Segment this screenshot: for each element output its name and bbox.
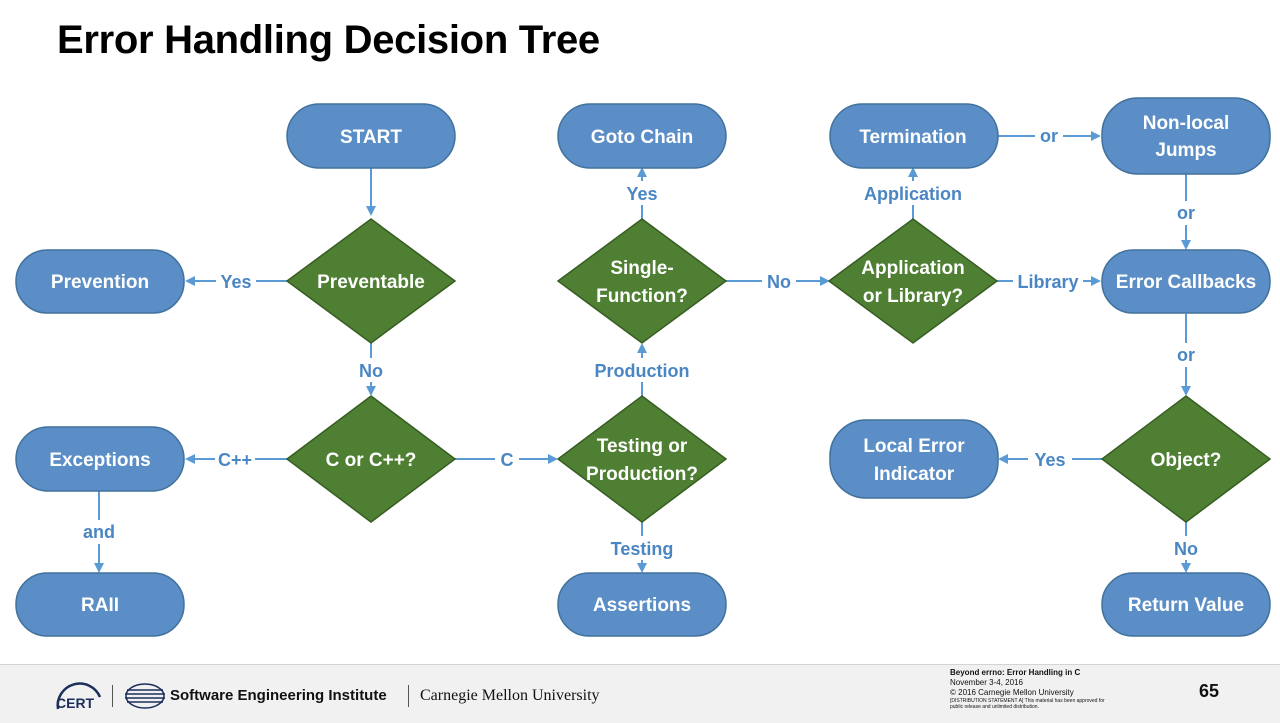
label-and: and xyxy=(83,522,115,542)
text-error-callbacks: Error Callbacks xyxy=(1116,272,1256,293)
label-yes-object: Yes xyxy=(1034,450,1065,470)
node-prevention xyxy=(15,249,185,314)
sei-logo-icon xyxy=(125,683,165,709)
text-nonlocal-jumps-1: Non-local xyxy=(1143,113,1230,134)
text-local-error-2: Indicator xyxy=(874,464,955,485)
page-title: Error Handling Decision Tree xyxy=(57,18,600,62)
text-termination: Termination xyxy=(859,127,966,148)
node-local-error-indicator xyxy=(829,419,999,499)
label-or-jumps: or xyxy=(1177,203,1195,223)
sei-name: Software Engineering Institute xyxy=(170,687,387,704)
footer-meta: Beyond errno: Error Handling in C Novemb… xyxy=(950,668,1150,710)
distribution-line-2: public release and unlimited distributio… xyxy=(950,704,1039,710)
label-c: C xyxy=(501,450,514,470)
node-assertions xyxy=(557,572,727,637)
talk-date: November 3-4, 2016 xyxy=(950,678,1023,687)
text-single-2: Function? xyxy=(596,286,688,307)
label-or-termination: or xyxy=(1040,126,1058,146)
decision-object xyxy=(1100,395,1272,523)
footer-divider xyxy=(112,685,113,707)
node-labels: START Prevention Exceptions RAII Goto Ch… xyxy=(49,113,1256,616)
label-production: Production xyxy=(595,361,690,381)
text-app-2: or Library? xyxy=(863,286,963,307)
label-no-preventable: No xyxy=(359,361,383,381)
node-termination xyxy=(829,103,999,169)
decision-tree-diagram: Yes No C++ C and Production Testing Yes … xyxy=(15,97,1272,637)
footer-divider xyxy=(408,685,409,707)
text-app-1: Application xyxy=(861,258,964,279)
text-start: START xyxy=(340,127,402,148)
label-or-callbacks: or xyxy=(1177,345,1195,365)
distribution-line-1: [DISTRIBUTION STATEMENT A] This material… xyxy=(950,698,1105,704)
label-testing: Testing xyxy=(611,539,674,559)
node-error-callbacks xyxy=(1101,249,1271,314)
text-exceptions: Exceptions xyxy=(49,450,150,471)
slide-footer: CERT Software Engineering Institute Carn… xyxy=(0,664,1280,723)
cmu-name: Carnegie Mellon University xyxy=(420,687,600,704)
decision-single-function xyxy=(556,218,728,344)
edge-labels: Yes No C++ C and Production Testing Yes … xyxy=(78,125,1204,560)
node-goto-chain xyxy=(557,103,727,169)
label-no-single: No xyxy=(767,272,791,292)
decision-application-or-library xyxy=(827,218,999,344)
label-cpp: C++ xyxy=(218,450,252,470)
text-single-1: Single- xyxy=(610,258,673,279)
text-preventable: Preventable xyxy=(317,272,425,293)
page-number: 65 xyxy=(1199,681,1220,701)
cert-logo-text: CERT xyxy=(56,695,95,711)
copyright: © 2016 Carnegie Mellon University xyxy=(950,688,1074,697)
text-testing-2: Production? xyxy=(586,464,698,485)
decision-preventable xyxy=(285,218,457,344)
decision-testing-or-production xyxy=(556,395,728,523)
node-exceptions xyxy=(15,426,185,492)
terminal-nodes xyxy=(15,97,1271,637)
text-nonlocal-jumps-2: Jumps xyxy=(1155,140,1216,161)
decision-c-or-cpp xyxy=(285,395,457,523)
label-yes-goto: Yes xyxy=(626,184,657,204)
text-goto-chain: Goto Chain xyxy=(591,127,693,148)
text-local-error-1: Local Error xyxy=(863,436,965,457)
decision-nodes xyxy=(285,218,1272,523)
node-nonlocal-jumps xyxy=(1101,97,1271,175)
label-no-object: No xyxy=(1174,539,1198,559)
text-prevention: Prevention xyxy=(51,272,149,293)
text-assertions: Assertions xyxy=(593,595,691,616)
label-application: Application xyxy=(864,184,962,204)
label-library: Library xyxy=(1017,272,1078,292)
text-object: Object? xyxy=(1151,450,1222,471)
node-raii xyxy=(15,572,185,637)
node-start xyxy=(286,103,456,169)
cert-logo-icon xyxy=(56,682,102,710)
label-yes-prevention: Yes xyxy=(220,272,251,292)
text-c-or-cpp: C or C++? xyxy=(326,450,417,471)
node-return-value xyxy=(1101,572,1271,637)
text-testing-1: Testing or xyxy=(597,436,688,457)
text-return-value: Return Value xyxy=(1128,595,1244,616)
talk-title: Beyond errno: Error Handling in C xyxy=(950,668,1081,677)
text-raii: RAII xyxy=(81,595,119,616)
